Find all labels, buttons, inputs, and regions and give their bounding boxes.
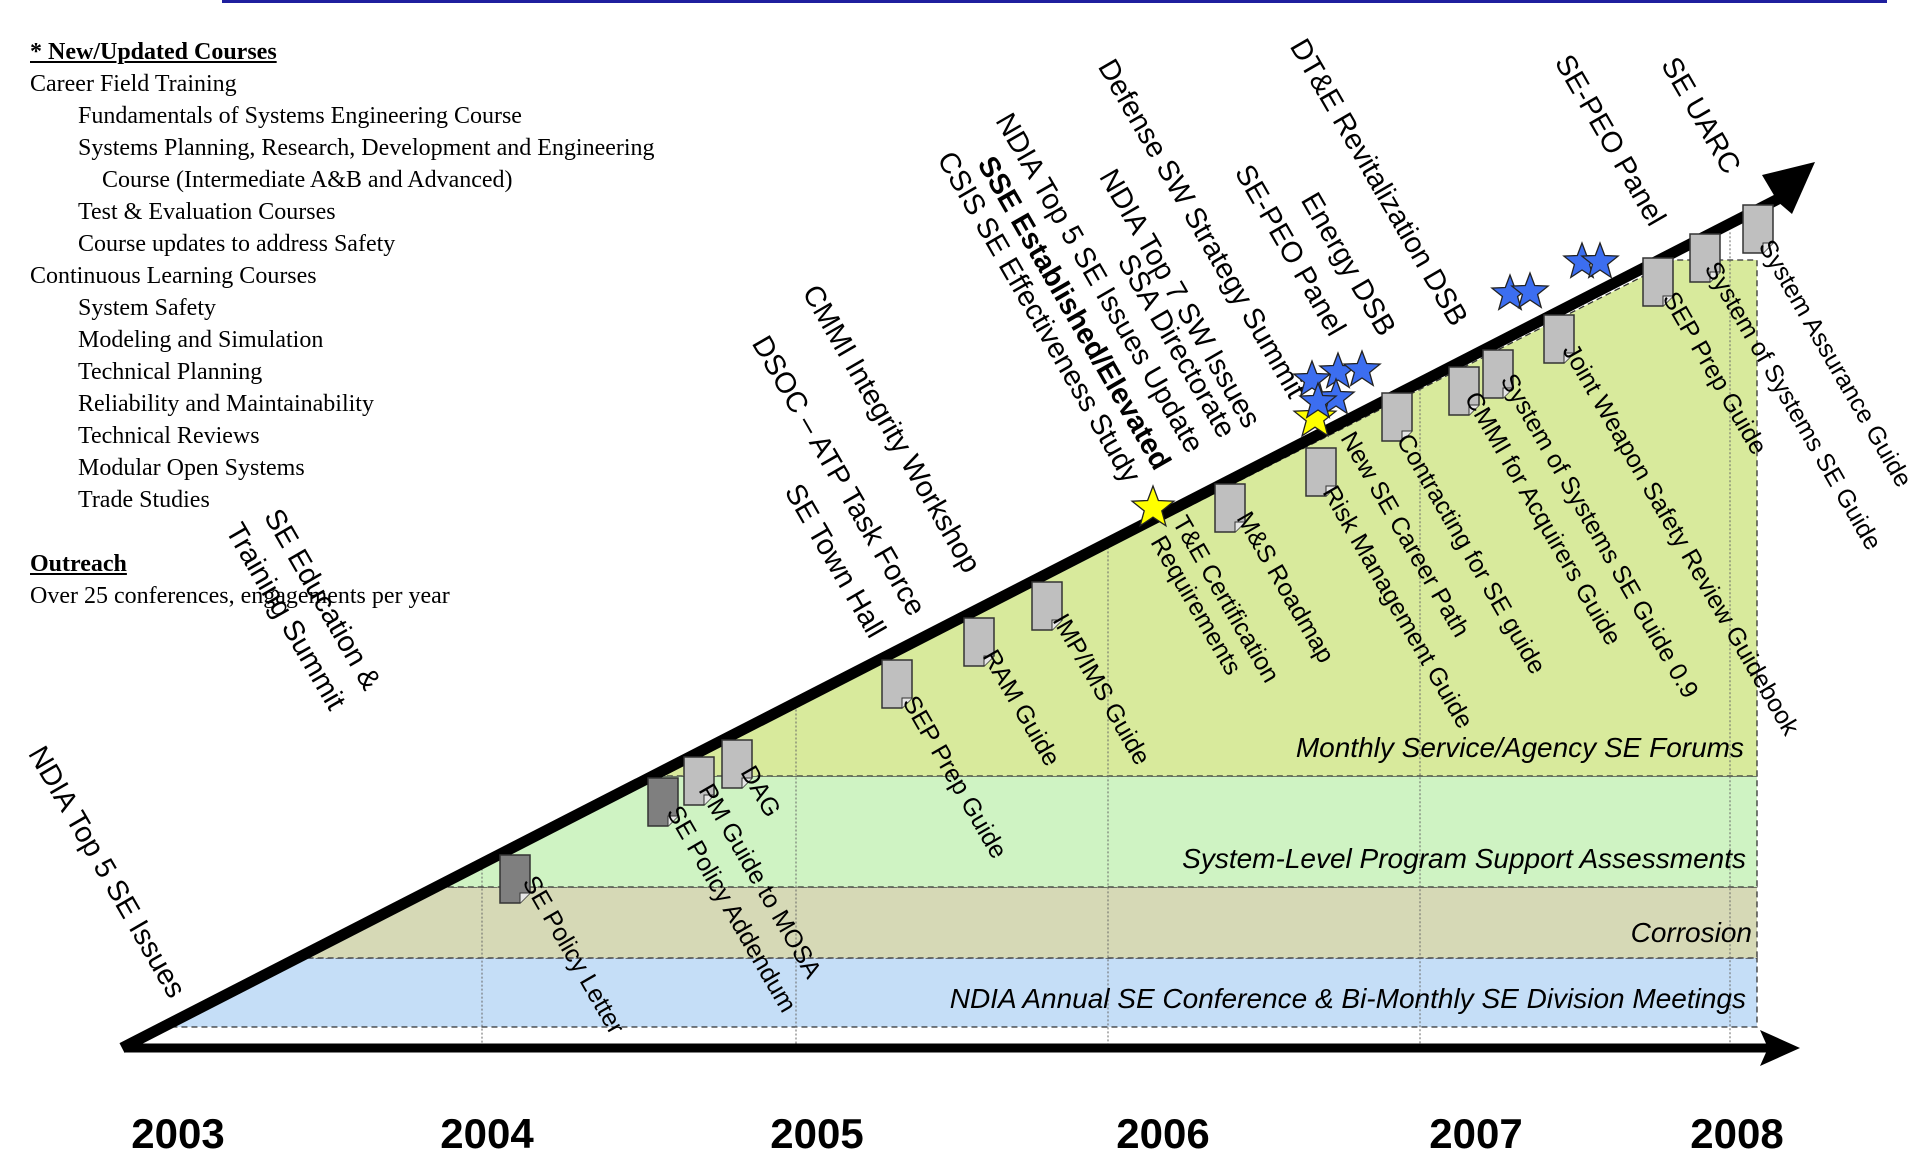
rising-line-arrow [1762,162,1815,214]
outreach-text: Over 25 conferences, engagements per yea… [30,583,450,609]
year-label-2004: 2004 [440,1110,534,1154]
document-icon-fold [983,655,994,666]
band-label: Corrosion [1631,917,1752,948]
milestone-star [1130,484,1176,528]
event-star [1342,349,1382,387]
document-icon-fold [1051,619,1062,630]
milestone-star [1292,394,1338,438]
spacer [30,516,750,548]
year-label-2003: 2003 [131,1110,224,1154]
band-label: System-Level Program Support Assessments [1182,843,1746,874]
career-item: Systems Planning, Research, Development … [78,135,655,161]
band-label: Monthly Service/Agency SE Forums [1296,732,1744,763]
continuous-item: Technical Reviews [78,423,260,449]
document-icon-fold [1662,295,1673,306]
document-icon-fold [901,697,912,708]
document-icon-fold [741,777,752,788]
career-field-label: Career Field Training [30,71,237,97]
document-icon-fold [519,892,530,903]
event-star [1292,359,1332,397]
document-icon-fold [1502,387,1513,398]
continuous-learning-label: Continuous Learning Courses [30,263,317,289]
event-star [1580,241,1620,279]
document-icon-fold [1468,404,1479,415]
document-icon-fold [1325,485,1336,496]
document-icon-fold [1401,430,1412,441]
year-label-2008: 2008 [1690,1110,1783,1154]
continuous-item: System Safety [78,295,216,321]
courses-panel: * New/Updated Courses Career Field Train… [30,36,750,612]
career-item: Test & Evaluation Courses [78,199,336,225]
event-label: SE-PEO Panel [1548,49,1672,231]
title-bar-rule [222,0,1887,3]
year-label-2005: 2005 [770,1110,863,1154]
continuous-item: Technical Planning [78,359,263,385]
document-icon-fold [1234,521,1245,532]
band-label: NDIA Annual SE Conference & Bi-Monthly S… [950,983,1746,1014]
continuous-item: Trade Studies [78,487,210,513]
band-3 [656,259,1758,777]
career-item: Fundamentals of Systems Engineering Cour… [78,103,522,129]
continuous-item: Modular Open Systems [78,455,305,481]
document-icon-fold [1762,242,1773,253]
document-icon-fold [1709,271,1720,282]
year-label-2007: 2007 [1429,1110,1522,1154]
event-star [1510,271,1550,309]
document-icon-fold [703,794,714,805]
courses-heading: * New/Updated Courses [30,39,277,65]
continuous-item: Modeling and Simulation [78,327,324,353]
event-label: NDIA Top 5 SE Issues [22,741,192,1004]
continuous-item: Reliability and Maintainability [78,391,374,417]
career-item: Course updates to address Safety [78,231,396,257]
document-icon-fold [1563,352,1574,363]
document-icon-fold [667,815,678,826]
time-axis-arrow [1760,1030,1800,1066]
rising-line [119,193,1783,1053]
outreach-heading: Outreach [30,551,127,577]
year-label-2006: 2006 [1116,1110,1209,1154]
career-item-continuation: Course (Intermediate A&B and Advanced) [102,167,513,193]
event-star [1298,381,1338,419]
event-label: SE UARC [1654,52,1746,180]
